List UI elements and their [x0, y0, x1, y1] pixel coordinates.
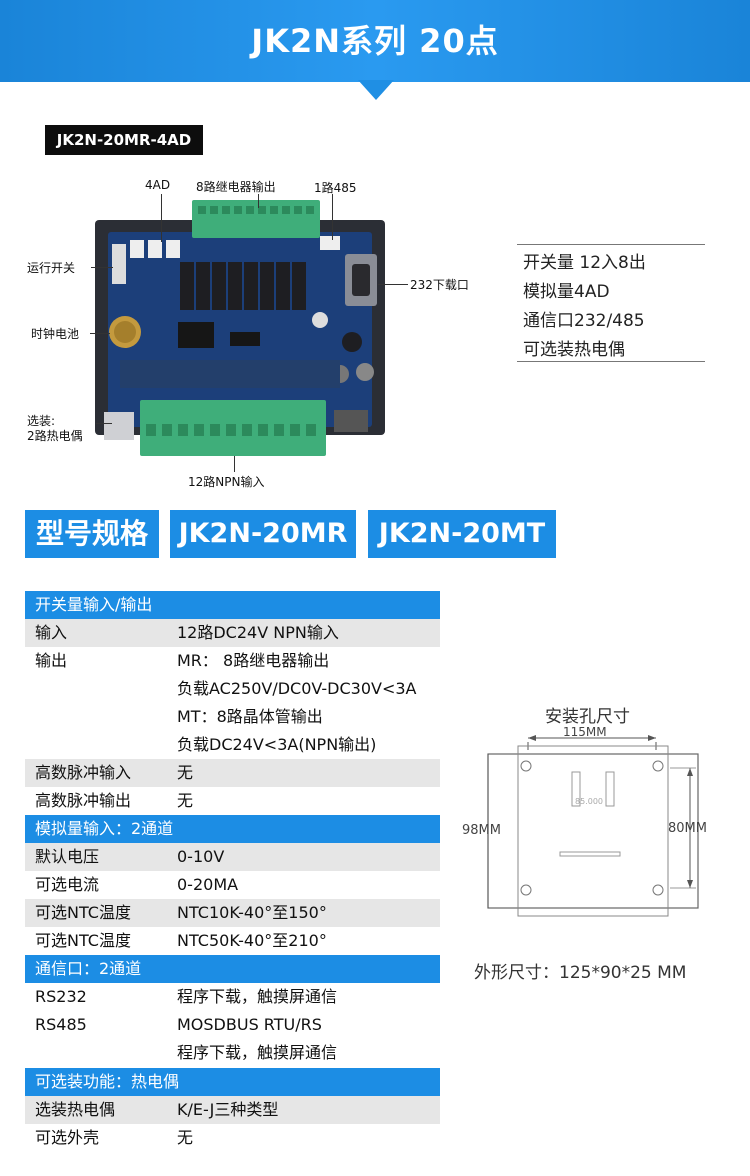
value-line: MT：8路晶体管输出 — [177, 707, 323, 726]
title-banner — [0, 0, 750, 82]
dim-hole-width: 115MM — [563, 725, 607, 739]
table-row: RS485 MOSDBUS RTU/RS 程序下载，触摸屏通信 — [25, 1011, 440, 1068]
feature-item: 模拟量4AD — [523, 282, 610, 302]
model-tag: JK2N-20MR-4AD — [45, 125, 203, 155]
row-key: 高数脉冲输入 — [35, 763, 132, 782]
leader-clock-battery — [90, 333, 110, 334]
row-key: 可选NTC温度 — [35, 903, 131, 922]
row-value: 无 — [177, 763, 194, 782]
spec-header-model-mr: JK2N-20MR — [170, 510, 356, 558]
feature-item: 可选装热电偶 — [523, 340, 625, 360]
value-line: MR： 8路继电器输出 — [177, 651, 330, 670]
table-row: 默认电压 0-10V — [25, 843, 440, 871]
value-line: MOSDBUS RTU/RS — [177, 1015, 322, 1034]
leader-4ad — [161, 194, 162, 242]
row-value: MR： 8路继电器输出 负载AC250V/DC0V-DC30V<3A MT：8路… — [177, 647, 417, 759]
row-value: K/E-J三种类型 — [177, 1100, 279, 1119]
row-key: RS232 — [35, 987, 87, 1006]
row-key: 输出 — [35, 651, 68, 670]
table-row: 可选外壳 无 — [25, 1124, 440, 1152]
label-download-port: 232下载口 — [410, 278, 469, 292]
label-relay-output: 8路继电器输出 — [196, 180, 276, 194]
label-4ad: 4AD — [145, 178, 171, 192]
row-key: 默认电压 — [35, 847, 100, 866]
board-mark: 85.000 — [575, 797, 603, 806]
plc-board-photo — [95, 200, 385, 456]
banner-arrow — [358, 80, 394, 100]
feature-item: 通信口232/485 — [523, 311, 645, 331]
label-run-switch: 运行开关 — [27, 261, 76, 275]
row-key: 高数脉冲输出 — [35, 791, 132, 810]
label-thermocouple: 2路热电偶 — [27, 429, 83, 443]
row-key: 可选外壳 — [35, 1128, 100, 1147]
section-communication: 通信口：2通道 — [25, 955, 440, 983]
table-row: 高数脉冲输入 无 — [25, 759, 440, 787]
value-line: 负载DC24V<3A(NPN输出) — [177, 735, 377, 754]
row-key: 可选电流 — [35, 875, 100, 894]
leader-thermocouple — [96, 423, 112, 424]
leader-download-port — [378, 284, 408, 285]
section-digital-io: 开关量输入/输出 — [25, 591, 440, 619]
row-value: 0-20MA — [177, 875, 239, 894]
feature-list: 开关量 12入8出 模拟量4AD 通信口232/485 可选装热电偶 — [517, 244, 705, 362]
leader-run-switch — [91, 267, 113, 268]
row-value: 程序下载，触摸屏通信 — [177, 987, 338, 1006]
section-optional-function: 可选装功能：热电偶 — [25, 1068, 440, 1096]
table-row: 高数脉冲输出 无 — [25, 787, 440, 815]
row-key: RS485 — [35, 1015, 87, 1034]
row-value: 无 — [177, 1128, 194, 1147]
spec-header-label: 型号规格 — [25, 510, 159, 558]
spec-table: 开关量输入/输出 输入 12路DC24V NPN输入 输出 MR： 8路继电器输… — [25, 591, 440, 1152]
table-row: RS232 程序下载，触摸屏通信 — [25, 983, 440, 1011]
row-key: 可选NTC温度 — [35, 931, 131, 950]
section-analog-input: 模拟量输入：2通道 — [25, 815, 440, 843]
feature-item: 开关量 12入8出 — [523, 253, 646, 273]
leader-npn-input — [234, 456, 235, 472]
label-npn-input: 12路NPN输入 — [188, 475, 265, 489]
dim-outer-height: 98MM — [462, 823, 501, 838]
row-value: 0-10V — [177, 847, 225, 866]
label-rs485: 1路485 — [314, 181, 357, 195]
table-row: 可选电流 0-20MA — [25, 871, 440, 899]
row-key: 输入 — [35, 623, 68, 642]
row-key: 选装热电偶 — [35, 1100, 116, 1119]
label-optional: 选装: — [27, 414, 56, 428]
table-row: 输出 MR： 8路继电器输出 负载AC250V/DC0V-DC30V<3A MT… — [25, 647, 440, 759]
row-value: NTC50K-40°至210° — [177, 931, 327, 950]
mount-hole-title: 安装孔尺寸 — [545, 707, 630, 727]
table-row: 可选NTC温度 NTC50K-40°至210° — [25, 927, 440, 955]
dimension-drawing — [487, 735, 699, 917]
row-value: 无 — [177, 791, 194, 810]
value-line: 负载AC250V/DC0V-DC30V<3A — [177, 679, 417, 698]
row-value: 12路DC24V NPN输入 — [177, 623, 339, 642]
leader-relay — [258, 194, 259, 208]
dim-hole-height: 80MM — [668, 821, 707, 836]
page-title: JK2N系列 20点 — [251, 22, 499, 60]
row-value: MOSDBUS RTU/RS 程序下载，触摸屏通信 — [177, 1011, 337, 1067]
label-clock-battery: 时钟电池 — [31, 327, 80, 341]
row-value: NTC10K-40°至150° — [177, 903, 327, 922]
outer-size: 外形尺寸：125*90*25 MM — [474, 963, 687, 983]
leader-rs485 — [332, 194, 333, 240]
spec-header-model-mt: JK2N-20MT — [368, 510, 556, 558]
table-row: 输入 12路DC24V NPN输入 — [25, 619, 440, 647]
table-row: 选装热电偶 K/E-J三种类型 — [25, 1096, 440, 1124]
table-row: 可选NTC温度 NTC10K-40°至150° — [25, 899, 440, 927]
value-line: 程序下载，触摸屏通信 — [177, 1043, 338, 1062]
